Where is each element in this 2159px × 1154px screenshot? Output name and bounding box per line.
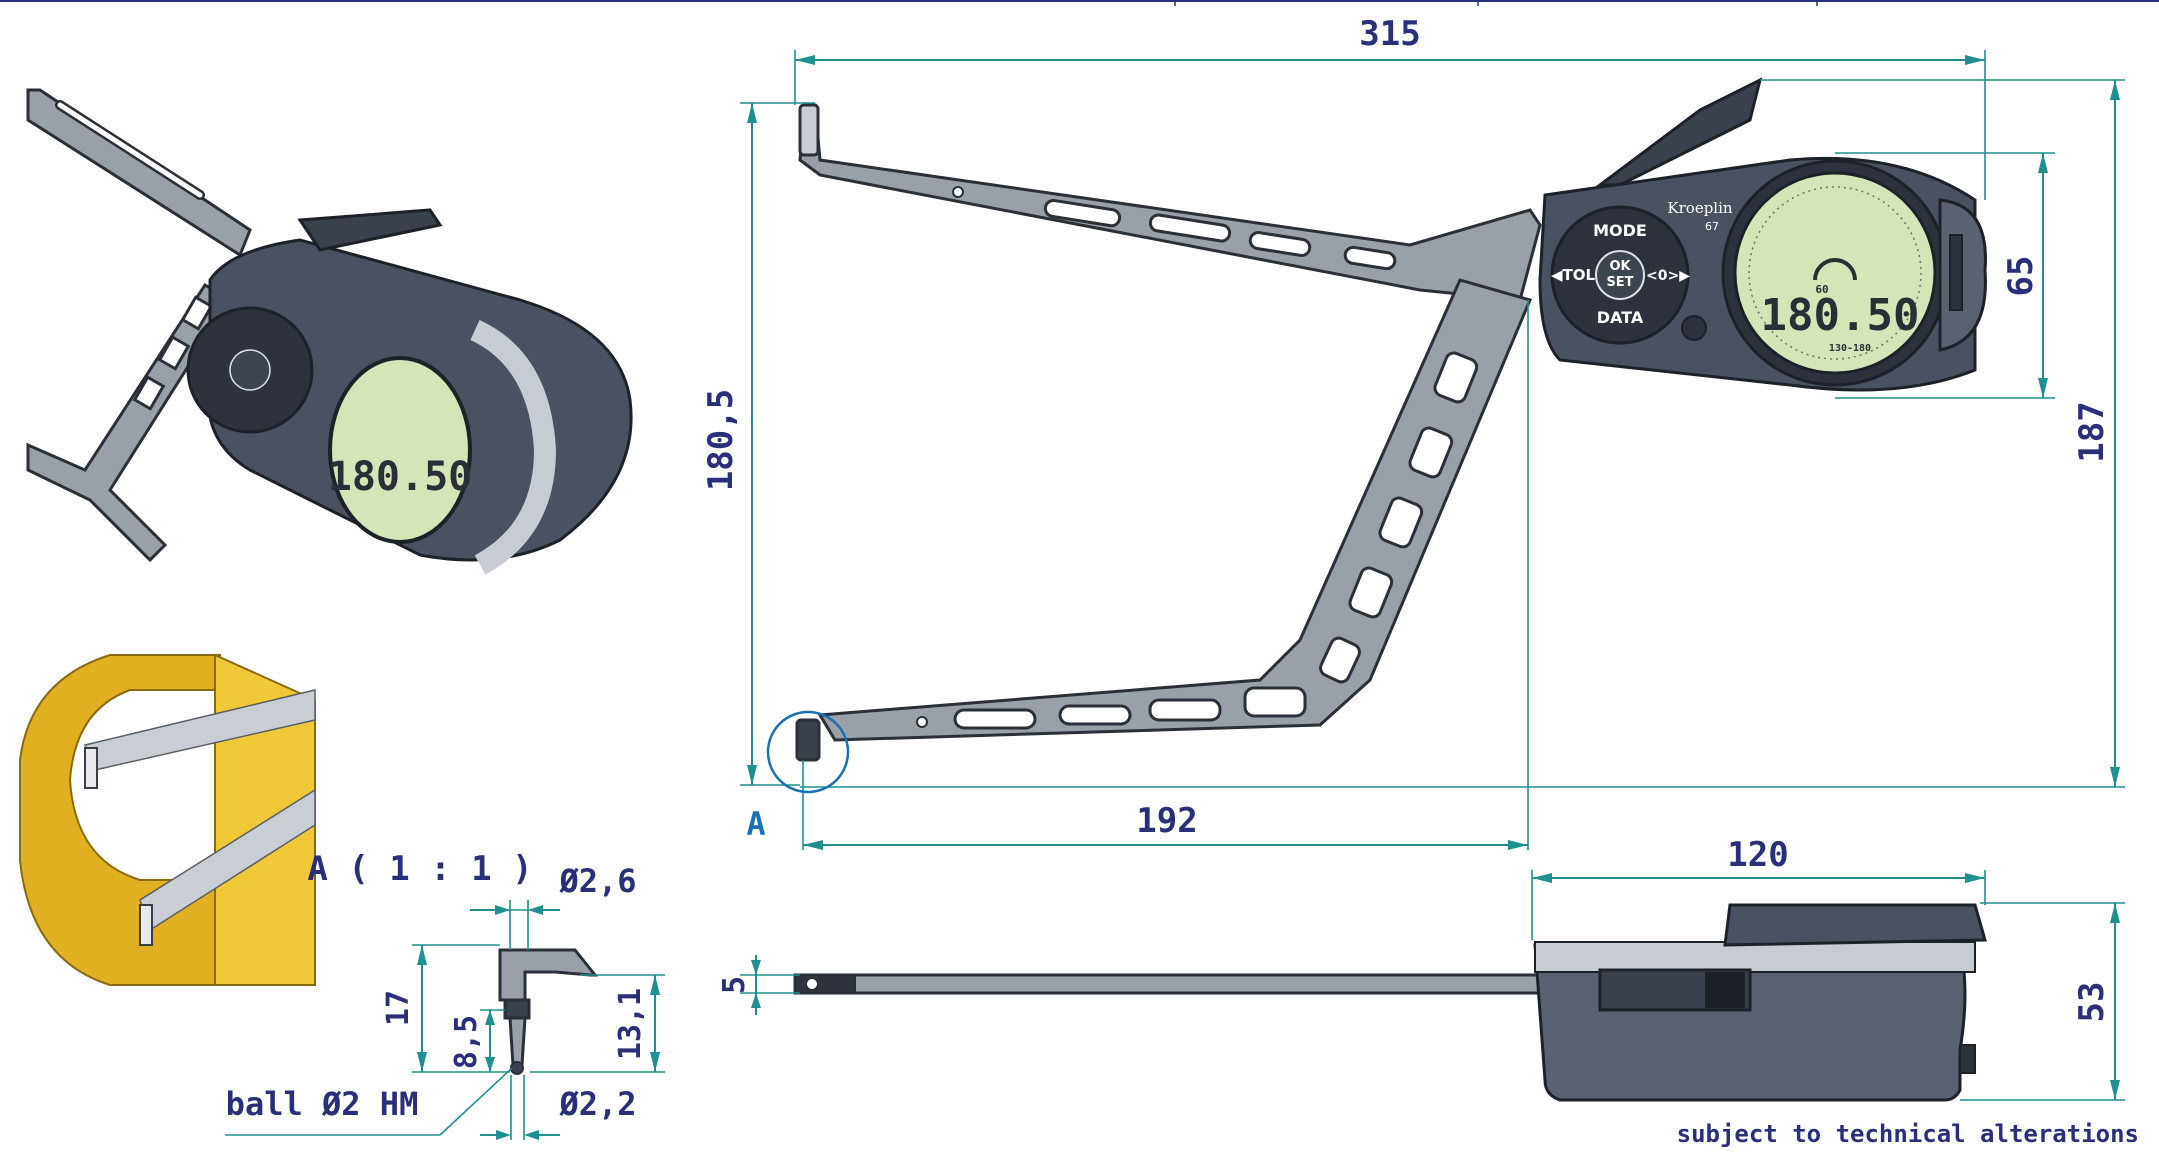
- detail-h-right: 13,1: [613, 988, 648, 1060]
- detail-h-stem: 8,5: [449, 1015, 484, 1069]
- side-view: [793, 903, 1987, 1102]
- detail-h-total: 17: [381, 990, 416, 1026]
- detail-ball-label: ball Ø2 HM: [226, 1085, 419, 1123]
- dim-arm-reach: 192: [1136, 801, 1197, 841]
- footer-note: subject to technical alterations: [1676, 1120, 2139, 1148]
- set-button: SET: [1606, 275, 1633, 290]
- dim-body-width: 120: [1727, 835, 1788, 875]
- dim-dial-height: 65: [2001, 256, 2041, 297]
- isometric-view: 180.50: [26, 88, 633, 575]
- tol-button: ◀TOL: [1551, 266, 1596, 284]
- display-value: 180.50: [1761, 290, 1920, 341]
- ok-button: OK: [1609, 259, 1631, 274]
- detail-title: A ( 1 : 1 ): [307, 849, 532, 889]
- section-view: [19, 653, 316, 986]
- display-small: 60: [1815, 283, 1828, 296]
- detail-d-top: Ø2,6: [558, 862, 636, 900]
- dimension-lines: [225, 50, 2125, 1140]
- dim-total-length: 315: [1359, 14, 1420, 54]
- detail-marker: A: [746, 805, 765, 843]
- model-label: 67: [1705, 220, 1719, 233]
- display-range: 130-180: [1829, 343, 1871, 354]
- zero-button: <0>▶: [1646, 268, 1690, 284]
- front-view: MODE OK SET ◀TOL <0>▶ DATA Kroeplin 67 6…: [795, 77, 1987, 762]
- iso-display-value: 180.50: [328, 454, 473, 500]
- dimension-labels: 315 180,5 187 65 192 120 53 5 A A ( 1 : …: [226, 14, 2112, 1123]
- mode-button: MODE: [1593, 221, 1647, 240]
- brand-label: Kroeplin: [1667, 199, 1732, 217]
- power-icon: [1681, 315, 1707, 341]
- dim-overall-height: 187: [2072, 401, 2112, 462]
- detail-d-bottom: Ø2,2: [558, 1085, 636, 1123]
- detail-tip: [498, 948, 599, 1075]
- dim-body-depth: 53: [2072, 982, 2112, 1023]
- data-button: DATA: [1597, 308, 1644, 327]
- dim-height-outer: 180,5: [701, 389, 741, 491]
- gauge-arc-icon: [1813, 258, 1857, 281]
- dim-tip-thickness: 5: [717, 976, 752, 994]
